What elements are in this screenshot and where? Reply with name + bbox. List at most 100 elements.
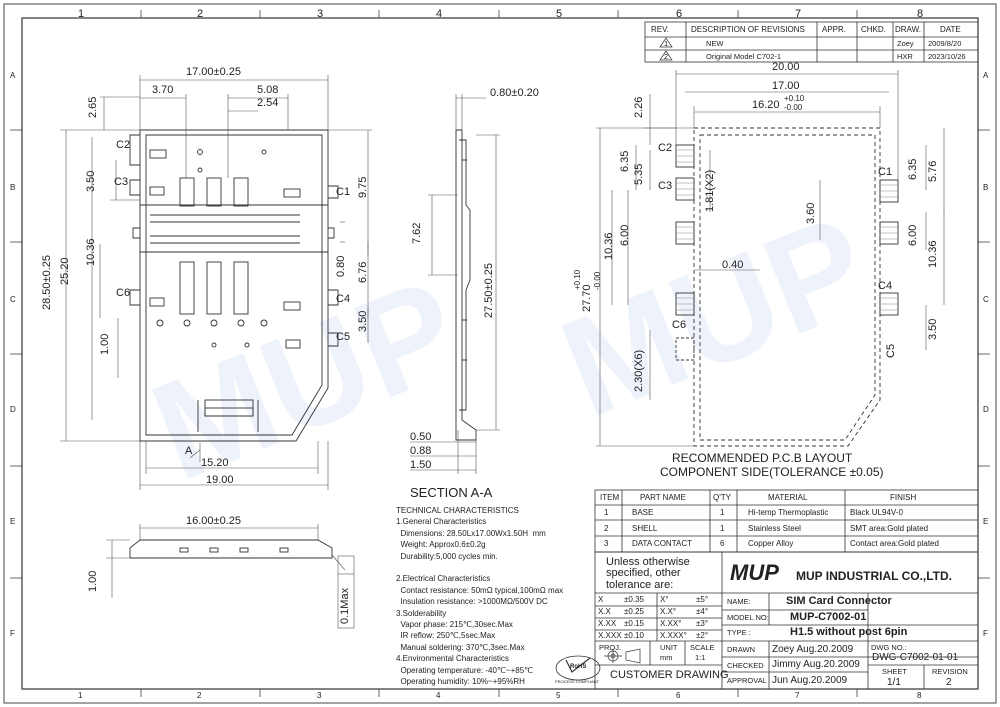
grid-col-2: 2 [197, 8, 204, 20]
bom-cell: 1 [720, 508, 725, 517]
dim-6-35b: 6.35 [907, 158, 919, 180]
rev-header-desc: DESCRIPTION OF REVISIONS [691, 25, 805, 34]
revision-label: REVISION [932, 667, 968, 676]
tech-lines: 1.General Characteristics Dimensions: 28… [396, 516, 586, 687]
inner-border [21, 17, 979, 690]
bom-cell: Contact area:Gold plated [850, 539, 939, 548]
rev-header-date: DATE [940, 25, 961, 34]
bom-cell: 1 [720, 523, 725, 533]
grid-row-a: A [10, 71, 16, 80]
unit-value: mm [660, 653, 673, 662]
customer-drawing: CUSTOMER DRAWING [610, 669, 729, 681]
dim-1-81: 1.81(X2) [704, 169, 716, 212]
type-value: H1.5 without post 6pin [790, 626, 908, 638]
dwg-label: DWG NO.: [871, 643, 907, 652]
contact-label-c3: C3 [114, 176, 129, 188]
dim-6-35a: 6.35 [619, 150, 631, 172]
rev-row-2-num: 2 [664, 52, 669, 61]
bom-header-item: ITEM [600, 493, 620, 502]
dim-3-70: 3.70 [152, 84, 174, 96]
tolerance-cell: ±0.25 [624, 607, 644, 616]
scale-value: 1:1 [695, 653, 706, 662]
tech-line: Dimensions: 28.50Lx17.00Wx1.50H mm [396, 528, 546, 538]
part-name: SIM Card Connector [786, 595, 892, 607]
projection-symbol-icon [604, 648, 641, 664]
type-label: TYPE : [727, 628, 751, 637]
bom-cell: 3 [604, 539, 609, 548]
dim-7-62: 7.62 [411, 222, 423, 244]
table-lines [594, 21, 979, 690]
grid-col-4: 4 [436, 8, 443, 20]
grid-row-f-right: F [983, 629, 988, 638]
mup-logo-icon: MUP [730, 560, 779, 585]
bom-cell: 1 [604, 508, 609, 517]
tech-line: 3.Solderability [396, 608, 447, 618]
grid-col-5-bottom: 5 [556, 691, 561, 700]
grid-col-2-bottom: 2 [197, 691, 202, 700]
pcb-hatching [676, 149, 898, 311]
grid-ticks [10, 10, 990, 697]
dim-9-75: 9.75 [357, 176, 369, 198]
dim-27-70-tol-plus: +0.10 [573, 269, 582, 290]
dim-2-26: 2.26 [633, 96, 645, 118]
top-view-dims [60, 75, 372, 490]
dim-1-50: 1.50 [410, 459, 432, 471]
dim-6-00a: 6.00 [619, 224, 631, 246]
bom-cell: DATA CONTACT [632, 539, 692, 548]
grid-col-3-bottom: 3 [317, 691, 322, 700]
rohs-badge-icon [555, 655, 601, 681]
rev-header-appr: APPR. [822, 25, 847, 34]
dim-10-36b: 10.36 [927, 240, 939, 268]
svg-text:MUP: MUP [132, 248, 479, 510]
dim-0-40: 0.40 [722, 259, 744, 271]
revision-value: 2 [946, 677, 952, 688]
sheet-value: 1/1 [887, 677, 901, 688]
tech-line: Vapor phase: 215℃,30sec.Max [396, 620, 513, 630]
pcb-subtitle: COMPONENT SIDE(TOLERANCE ±0.05) [660, 465, 884, 479]
dim-20-00: 20.00 [772, 61, 800, 73]
contact-label-c4: C4 [336, 293, 351, 305]
tolerance-cell: ±3° [696, 619, 709, 628]
dim-27-70-tol-minus: -0.00 [593, 271, 602, 290]
rev-header-rev: REV. [651, 25, 669, 34]
rev-header-chkd: CHKD. [861, 25, 886, 34]
bom-cell: Black UL94V-0 [850, 508, 903, 517]
tech-line: 1.General Characteristics [396, 517, 487, 527]
approval-value: Jun Aug.20.2009 [772, 675, 848, 686]
technical-characteristics: TECHNICAL CHARACTERISTICS 1.General Char… [396, 505, 586, 687]
bom-header-qty: Q'TY [713, 493, 731, 502]
grid-col-1: 1 [78, 8, 85, 20]
tolerance-cell: X [598, 595, 604, 604]
grid-col-1-bottom: 1 [78, 691, 83, 700]
pcb-contact-c6: C6 [672, 319, 687, 331]
dim-16-20-tol-minus: -0.00 [784, 103, 803, 112]
tech-line: Weight: Approx0.6±0.2g [396, 540, 486, 550]
rohs-sub: PROCESS COMPLIANT [555, 679, 600, 684]
pcb-contact-c1: C1 [878, 166, 893, 178]
tech-line: IR reflow: 250℃,5sec.Max [396, 631, 496, 641]
rohs-label: RoHS [570, 664, 587, 670]
pcb-contact-c2: C2 [658, 142, 673, 154]
dim-3-50a: 3.50 [85, 170, 97, 192]
dim-17-00: 17.00 [772, 80, 800, 92]
dim-27-70: 27.70 [581, 284, 593, 312]
grid-row-c: C [10, 295, 16, 304]
grid-col-8-bottom: 8 [917, 691, 922, 700]
unless-2: specified, other [606, 567, 681, 579]
tolerance-cell: ±0.10 [624, 631, 644, 640]
grid-col-8: 8 [917, 8, 924, 20]
tolerance-cell: ±5° [696, 595, 709, 604]
grid-col-3: 3 [317, 8, 324, 20]
dim-side-1-00: 1.00 [87, 570, 99, 592]
dim-3-50: 3.50 [927, 318, 939, 340]
rev-row-2-date: 2023/10/26 [928, 52, 966, 61]
side-view [129, 539, 333, 559]
contact-label-c1: C1 [336, 186, 351, 198]
grid-col-5: 5 [556, 8, 563, 20]
grid-row-b-right: B [983, 183, 989, 192]
contact-label-c2: C2 [116, 139, 131, 151]
tech-line: Insulation resistance: >1000MΩ/500V DC [396, 597, 548, 607]
dim-2-30: 2.30(X6) [633, 349, 645, 392]
rev-row-2-desc: Original Model C702-1 [706, 52, 782, 61]
grid-row-e: E [10, 517, 16, 526]
